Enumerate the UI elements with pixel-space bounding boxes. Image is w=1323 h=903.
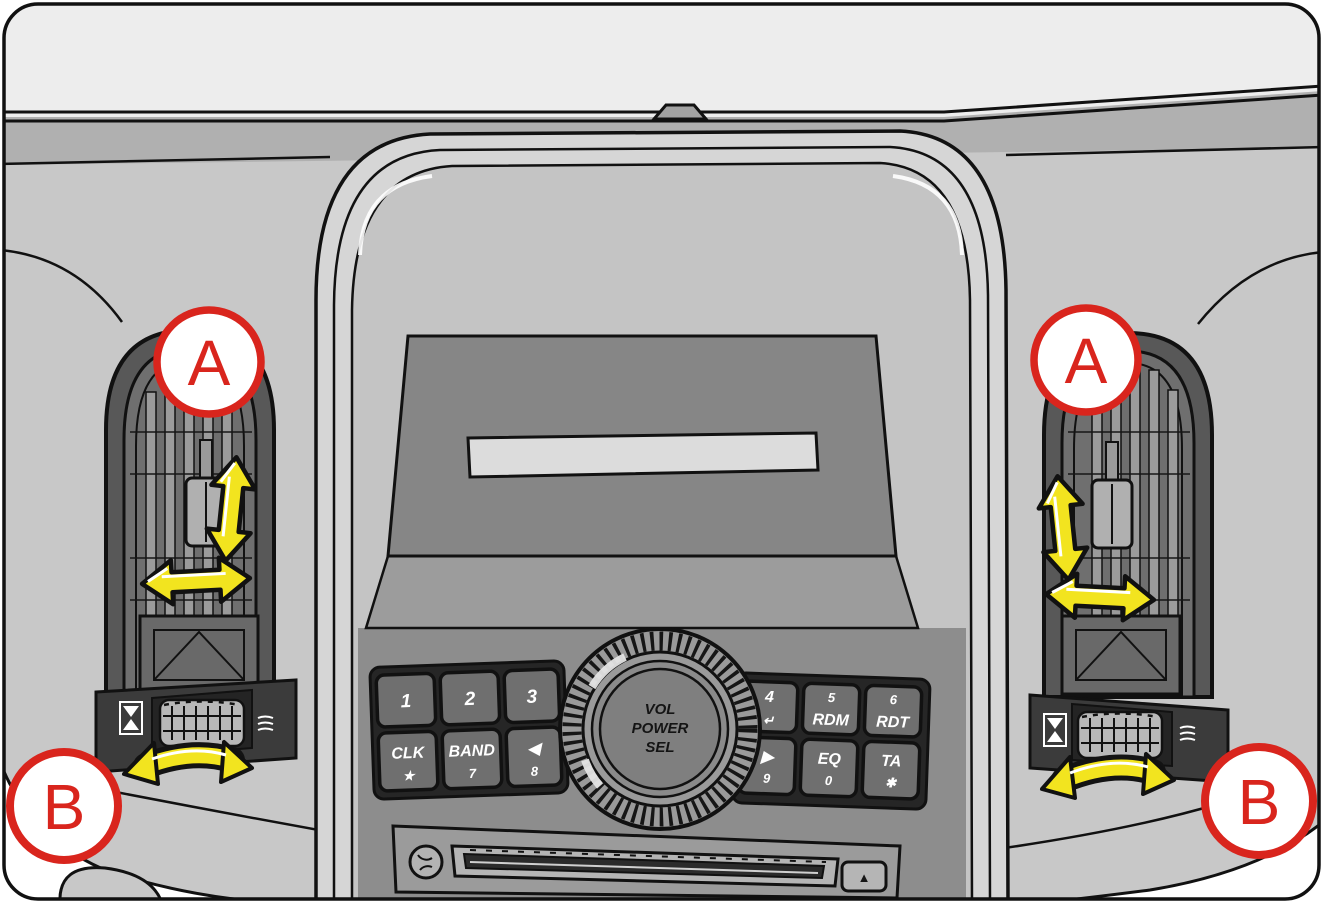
- eject-button: [840, 860, 888, 893]
- reverse-icon: ◀: [527, 740, 544, 758]
- dash-end-pocket: [58, 866, 165, 899]
- button-ta: [860, 739, 922, 801]
- dash-lower-right-edge: [1040, 822, 1319, 899]
- callout-b-right: B: [1201, 743, 1317, 859]
- button-eq-label: EQ: [817, 751, 841, 769]
- button-7-label: 7: [469, 766, 478, 781]
- button-rev-8: [504, 725, 564, 789]
- button-0-label: 0: [825, 773, 834, 788]
- eject-icon: ▲: [858, 870, 871, 885]
- play-icon: ▶: [760, 749, 776, 767]
- asterisk-icon: ✱: [885, 775, 898, 790]
- callout-b-right-label: B: [1238, 766, 1281, 838]
- clock-icon: ★: [402, 768, 417, 783]
- left-vent-knob-stem: [199, 439, 213, 481]
- button-rdt-label: RDT: [876, 714, 911, 732]
- left-thumbwheel: [158, 698, 246, 748]
- button-rdm-5: [800, 681, 862, 737]
- button-5-label: 5: [828, 690, 837, 705]
- knob-label-power: POWER: [632, 720, 689, 737]
- button-3: [502, 667, 562, 725]
- right-vent-leftright-arrow: [1043, 571, 1157, 623]
- vent-shut-icon: [119, 701, 143, 735]
- left-thumbwheel-rotate-arrow: [122, 740, 254, 786]
- right-thumbwheel-rotate-arrow: [1040, 752, 1176, 800]
- dash-crease-right: [1197, 250, 1319, 325]
- button-8-label: 8: [531, 764, 540, 779]
- left-air-vent: [104, 327, 276, 696]
- left-vent-lower-grille: [138, 614, 260, 696]
- vent-shut-icon: [1043, 713, 1067, 747]
- vol-power-sel-knob: VOL POWER SEL: [558, 627, 762, 831]
- button-3-label: 3: [526, 687, 538, 708]
- button-4-label: 4: [764, 689, 775, 706]
- button-1-label: 1: [400, 691, 411, 712]
- dash-crease-left: [4, 248, 124, 323]
- button-clk: [376, 729, 440, 793]
- airflow-icon: [1179, 725, 1196, 741]
- preset-panel-right: 4 ↵ 5 RDM 6 RDT ▶ 9 EQ 0 TA ✱: [730, 671, 932, 811]
- button-rdm-label: RDM: [812, 711, 850, 729]
- knob-label-vol: VOL: [645, 701, 676, 718]
- airflow-icon: [257, 715, 274, 731]
- callout-b-left-label: B: [43, 771, 86, 843]
- cd-slot-panel: ▲: [391, 824, 902, 899]
- right-thumbwheel: [1076, 710, 1164, 760]
- cd-knob: [408, 844, 444, 880]
- right-vent-knob-stem: [1105, 441, 1119, 483]
- left-vent-leftright-arrow: [139, 555, 253, 607]
- callout-a-left-label: A: [188, 327, 231, 399]
- button-ta-label: TA: [881, 753, 902, 771]
- button-clk-label: CLK: [391, 745, 426, 763]
- callout-a-right-label: A: [1065, 325, 1108, 397]
- defroster-sensor: [650, 103, 710, 121]
- callout-a-left: A: [153, 306, 265, 418]
- button-band-7: [440, 727, 504, 791]
- button-2-label: 2: [463, 689, 476, 710]
- cd-slot-opening: [462, 852, 826, 880]
- audio-display: [466, 431, 820, 479]
- callout-b-left: B: [6, 748, 122, 864]
- button-6-label: 6: [890, 692, 899, 707]
- button-2: [438, 669, 502, 727]
- button-9-label: 9: [763, 771, 772, 786]
- preset-panel-left: 1 2 3 CLK ★ BAND 7 ◀ 8: [368, 659, 570, 801]
- button-1: [374, 671, 438, 729]
- callout-a-right: A: [1030, 304, 1142, 416]
- dash-lower-left-edge: [4, 762, 285, 899]
- button-band-label: BAND: [448, 742, 495, 761]
- button-rdt-6: [862, 683, 924, 739]
- right-vent-lower-grille: [1060, 614, 1182, 696]
- button-eq-0: [798, 737, 860, 799]
- console-hood: [364, 554, 920, 630]
- return-icon: ↵: [763, 713, 775, 728]
- knob-label-sel: SEL: [645, 739, 674, 756]
